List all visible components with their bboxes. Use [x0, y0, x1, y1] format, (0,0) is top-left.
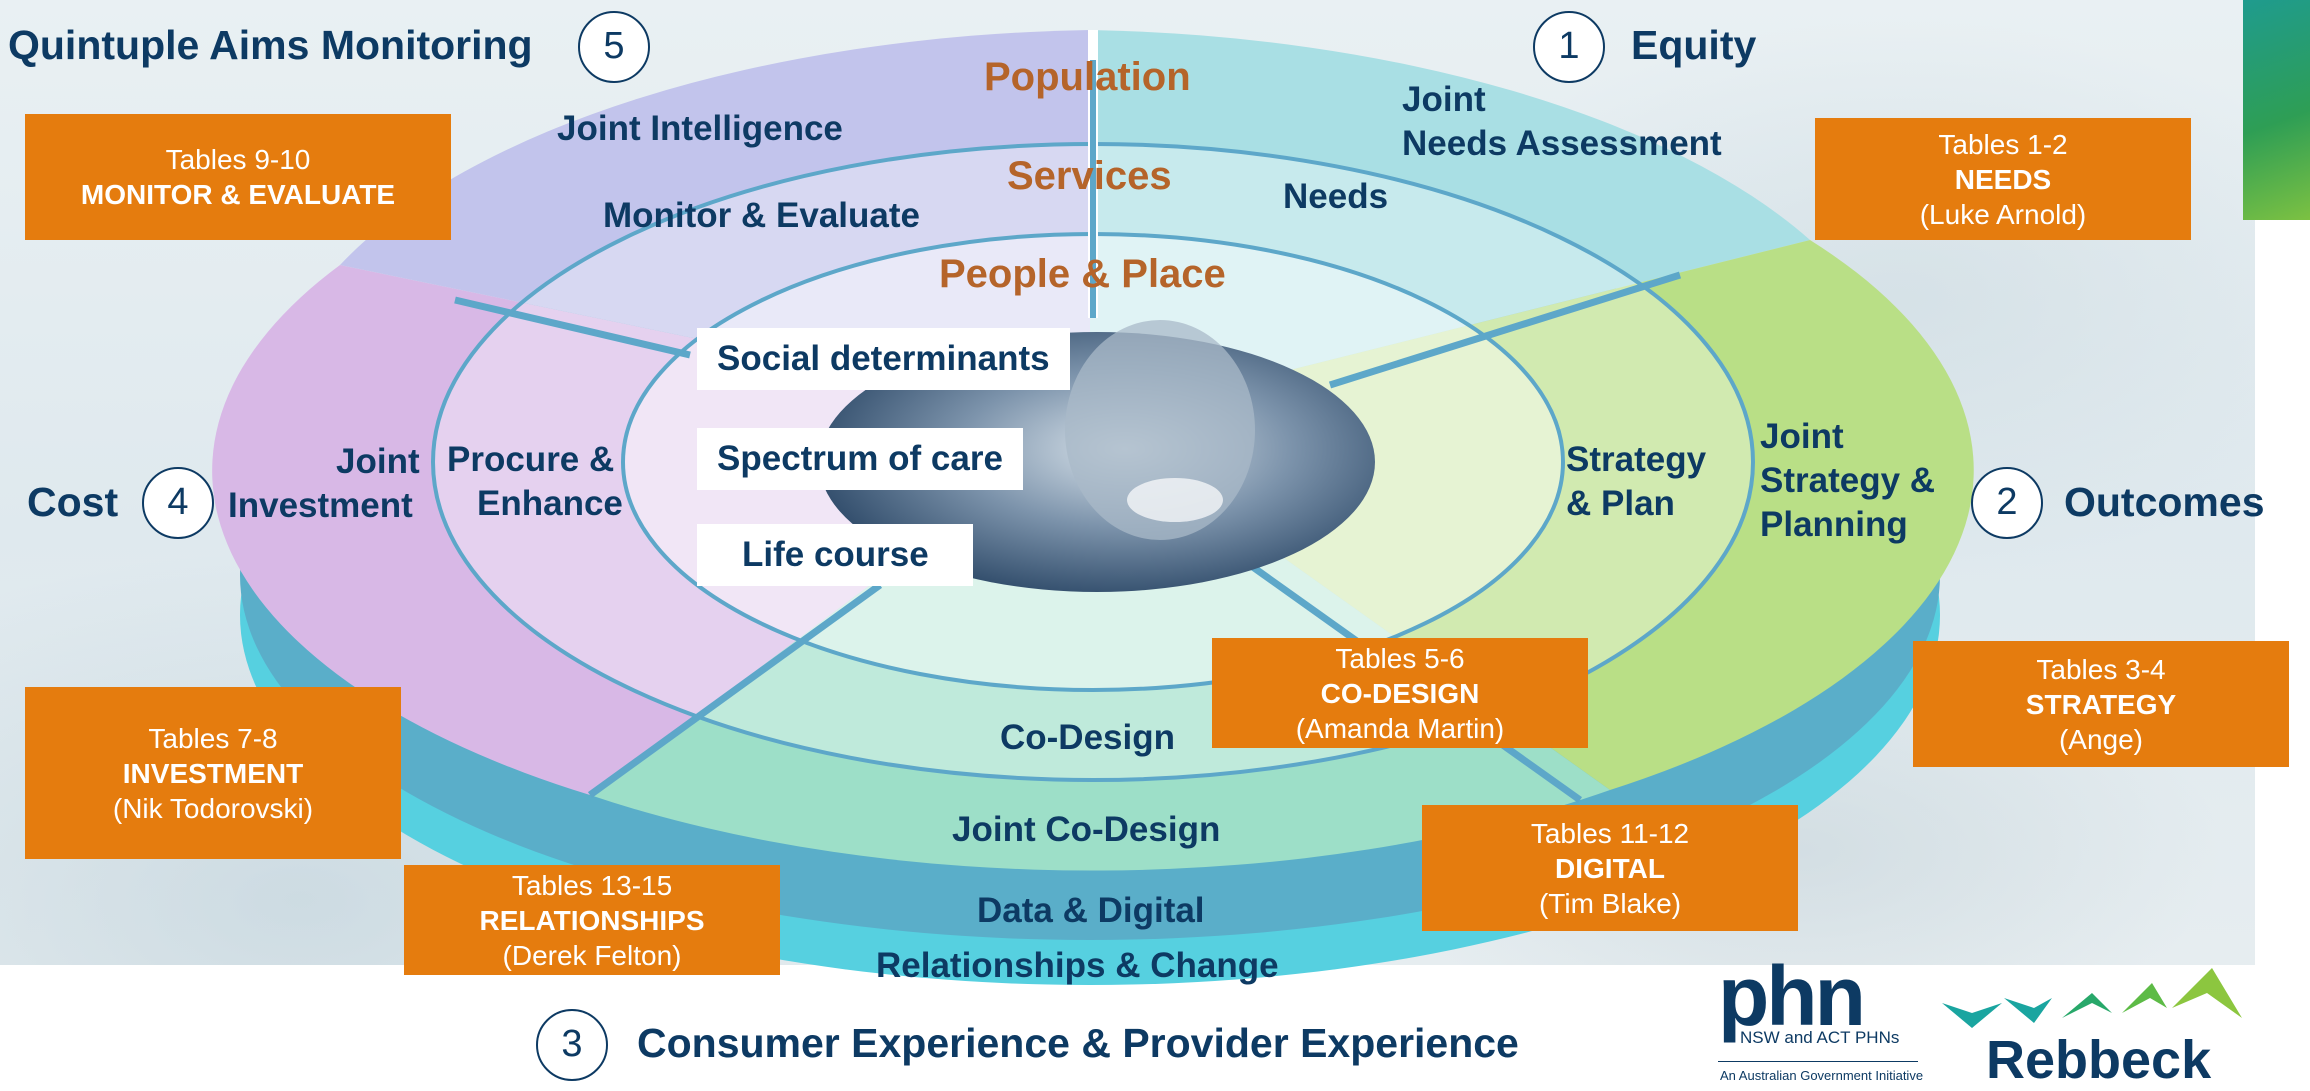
box-person: (Luke Arnold) — [1919, 198, 2087, 230]
chip-life-course: Life course — [697, 524, 973, 586]
aims-title: Quintuple Aims Monitoring — [8, 22, 533, 68]
box-tables: Tables 5-6 — [1335, 642, 1465, 674]
box-title: STRATEGY — [2025, 688, 2177, 720]
box-relationships: Tables 13-15 RELATIONSHIPS (Derek Felton… — [404, 865, 780, 975]
segment-strategy — [1090, 240, 1974, 790]
label-services: Services — [1007, 154, 1172, 198]
label-strategy-plan-2: & Plan — [1566, 484, 1675, 523]
label-people-place: People & Place — [939, 252, 1226, 296]
label-codesign: Co-Design — [1000, 718, 1175, 757]
label-joint-investment-1: Joint — [336, 442, 420, 481]
box-title: DIGITAL — [1555, 852, 1665, 884]
label-joint-investment-2: Investment — [228, 486, 413, 525]
label-procure-1: Procure & — [447, 440, 615, 479]
rebbeck-logo: Rebbeck — [1942, 968, 2258, 1090]
aim-equity: Equity — [1631, 22, 1757, 68]
aim-experience: Consumer Experience & Provider Experienc… — [637, 1020, 1519, 1066]
aim-outcomes: Outcomes — [2064, 479, 2265, 525]
label-needs: Needs — [1283, 177, 1389, 216]
label-joint-needs-2: Needs Assessment — [1402, 124, 1722, 163]
box-title: NEEDS — [1954, 163, 2052, 195]
segment-population — [1090, 30, 1810, 420]
box-tables: Tables 11-12 — [1530, 817, 1690, 849]
box-person: (Ange) — [2058, 723, 2144, 755]
box-title: RELATIONSHIPS — [479, 904, 705, 936]
phn-government-initiative: An Australian Government Initiative — [1720, 1068, 1924, 1083]
box-tables: Tables 13-15 — [511, 869, 673, 901]
corner-brand-strip — [2243, 0, 2310, 220]
label-data-digital: Data & Digital — [977, 891, 1205, 930]
rebbeck-wordmark: Rebbeck — [1986, 1030, 2212, 1090]
chip-spectrum-of-care: Spectrum of care — [697, 428, 1023, 490]
box-tables: Tables 7-8 — [148, 722, 278, 754]
chip-social-determinants: Social determinants — [697, 328, 1070, 390]
label-monitor-evaluate: Monitor & Evaluate — [603, 196, 920, 235]
aim-number-5: 5 — [578, 11, 650, 83]
aim-number-4: 4 — [142, 467, 214, 539]
box-needs: Tables 1-2 NEEDS (Luke Arnold) — [1815, 118, 2191, 240]
box-strategy: Tables 3-4 STRATEGY (Ange) — [1913, 641, 2289, 767]
box-codesign: Tables 5-6 CO-DESIGN (Amanda Martin) — [1212, 638, 1588, 748]
phn-wordmark: phn — [1718, 949, 1866, 1043]
box-digital: Tables 11-12 DIGITAL (Tim Blake) — [1422, 805, 1798, 931]
aim-cost: Cost — [27, 479, 119, 525]
label-relationships-change: Relationships & Change — [876, 946, 1279, 985]
label-joint-strategy-2: Strategy & — [1760, 461, 1936, 500]
box-tables: Tables 1-2 — [1938, 128, 2068, 160]
box-person: (Nik Todorovski) — [112, 792, 314, 824]
divider-right — [1328, 271, 1682, 389]
box-tables: Tables 3-4 — [2036, 653, 2166, 685]
label-joint-needs-1: Joint — [1402, 80, 1486, 119]
label-procure-2: Enhance — [477, 484, 623, 523]
phn-logo: phn NSW and ACT PHNs An Australian Gover… — [1718, 949, 1928, 1083]
label-strategy-plan-1: Strategy — [1566, 440, 1707, 479]
rebbeck-mark-icon — [1942, 968, 2242, 1028]
label-joint-intelligence: Joint Intelligence — [557, 109, 843, 148]
aim-number-3: 3 — [536, 1009, 608, 1081]
label-population: Population — [984, 55, 1191, 99]
aim-number-1: 1 — [1533, 11, 1605, 83]
box-tables: Tables 9-10 — [165, 144, 311, 175]
box-title: INVESTMENT — [122, 757, 304, 789]
label-joint-strategy-1: Joint — [1760, 417, 1844, 456]
box-title: CO-DESIGN — [1320, 677, 1480, 709]
box-person: (Tim Blake) — [1538, 887, 1682, 919]
label-joint-codesign: Joint Co-Design — [952, 810, 1221, 849]
box-monitor-evaluate: Tables 9-10 MONITOR & EVALUATE — [25, 114, 451, 240]
box-investment: Tables 7-8 INVESTMENT (Nik Todorovski) — [25, 687, 401, 859]
box-title: MONITOR & EVALUATE — [80, 179, 396, 210]
divider-left — [454, 296, 691, 359]
divider-bottom-left — [587, 582, 883, 798]
box-person: (Amanda Martin) — [1295, 712, 1505, 744]
segment-monitor — [340, 30, 1090, 420]
box-person: (Derek Felton) — [502, 939, 682, 971]
aim-number-2: 2 — [1971, 467, 2043, 539]
phn-subtitle: NSW and ACT PHNs — [1740, 1028, 1900, 1047]
label-joint-strategy-3: Planning — [1760, 505, 1908, 544]
